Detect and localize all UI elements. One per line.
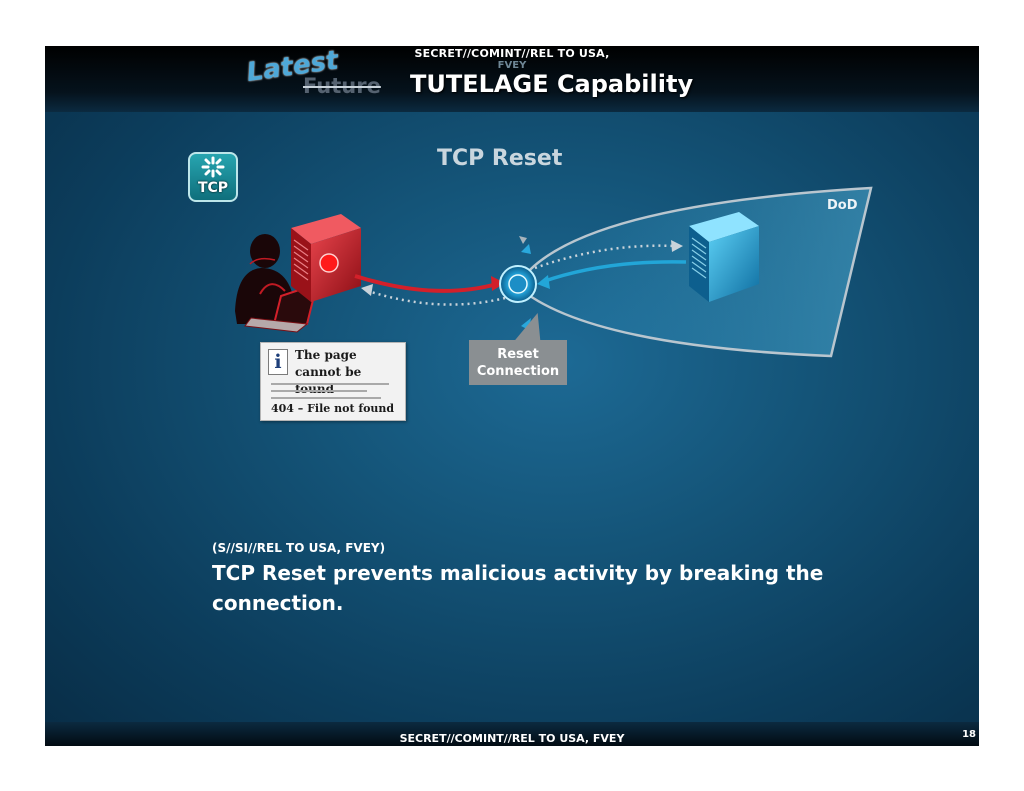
reset-connection-callout: Reset Connection [469,340,567,385]
connection-label: Connection [476,363,560,379]
attacker-server-icon [291,214,361,302]
malicious-traffic-arrow [354,274,498,293]
divider [271,383,389,385]
body-statement: TCP Reset prevents malicious activity by… [212,561,824,615]
dod-traffic-arrow [541,260,687,284]
future-label-struck: Future [303,74,381,98]
tutelage-node-icon [499,265,537,303]
slide: SECRET//COMINT//REL TO USA, FVEY Latest … [45,46,979,746]
portion-marking: (S//SI//REL TO USA, FVEY) [212,541,386,555]
error-page-card: i The page cannot be found 404 – File no… [260,342,406,421]
divider [271,397,381,399]
reset-label: Reset [497,346,539,362]
diagram-heading: TCP Reset [437,146,563,171]
dod-server-icon [689,212,759,302]
tcp-icon-label: TCP [197,180,229,196]
slide-title: TUTELAGE Capability [410,70,694,98]
tcp-reset-diagram [235,186,873,358]
reset-to-dod-dotted [534,244,676,270]
error-code: 404 – File not found [271,402,395,415]
dod-label: DoD [827,198,858,213]
reset-to-attacker-dotted [367,289,506,306]
classification-banner-top: SECRET//COMINT//REL TO USA, [414,47,610,60]
divider [271,390,367,392]
error-page-title: The page cannot be found [295,348,362,396]
header-bar [45,46,979,112]
classification-banner-top-continued: FVEY [497,60,527,71]
info-icon: i [268,349,288,375]
spinner-icon [201,156,225,178]
tcp-app-icon: TCP [188,152,238,202]
footer-bar [45,722,979,746]
classification-banner-bottom: SECRET//COMINT//REL TO USA, FVEY [399,732,625,745]
page-number: 18 [962,729,976,740]
